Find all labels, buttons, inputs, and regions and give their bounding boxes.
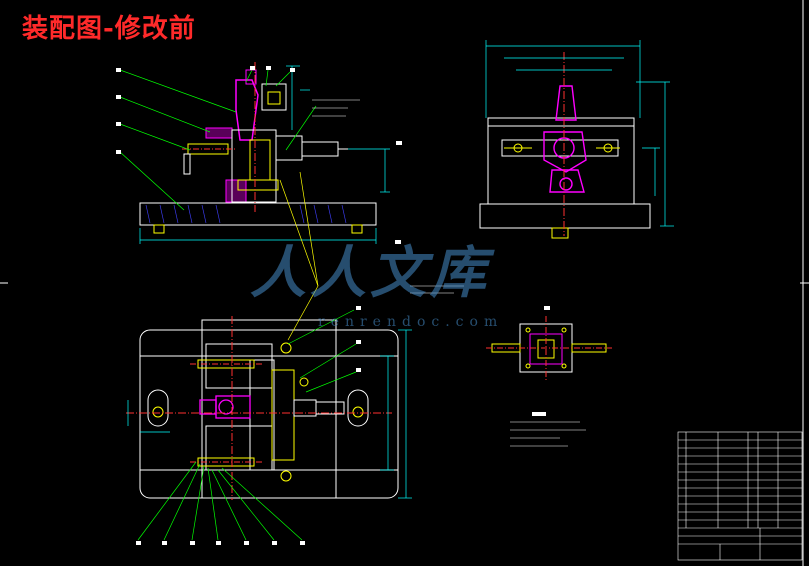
side-view xyxy=(479,40,674,239)
front-view xyxy=(119,62,390,244)
watermark-en: renrendoc.com xyxy=(318,314,504,330)
drawing-title: 装配图-修改前 xyxy=(22,14,196,44)
watermark-cn: 人人文库 xyxy=(250,240,490,306)
detail-view xyxy=(486,316,612,382)
title-block xyxy=(677,431,803,561)
front-base-plate xyxy=(139,202,377,226)
technical-notes-lines xyxy=(410,285,586,447)
top-view xyxy=(126,171,412,541)
